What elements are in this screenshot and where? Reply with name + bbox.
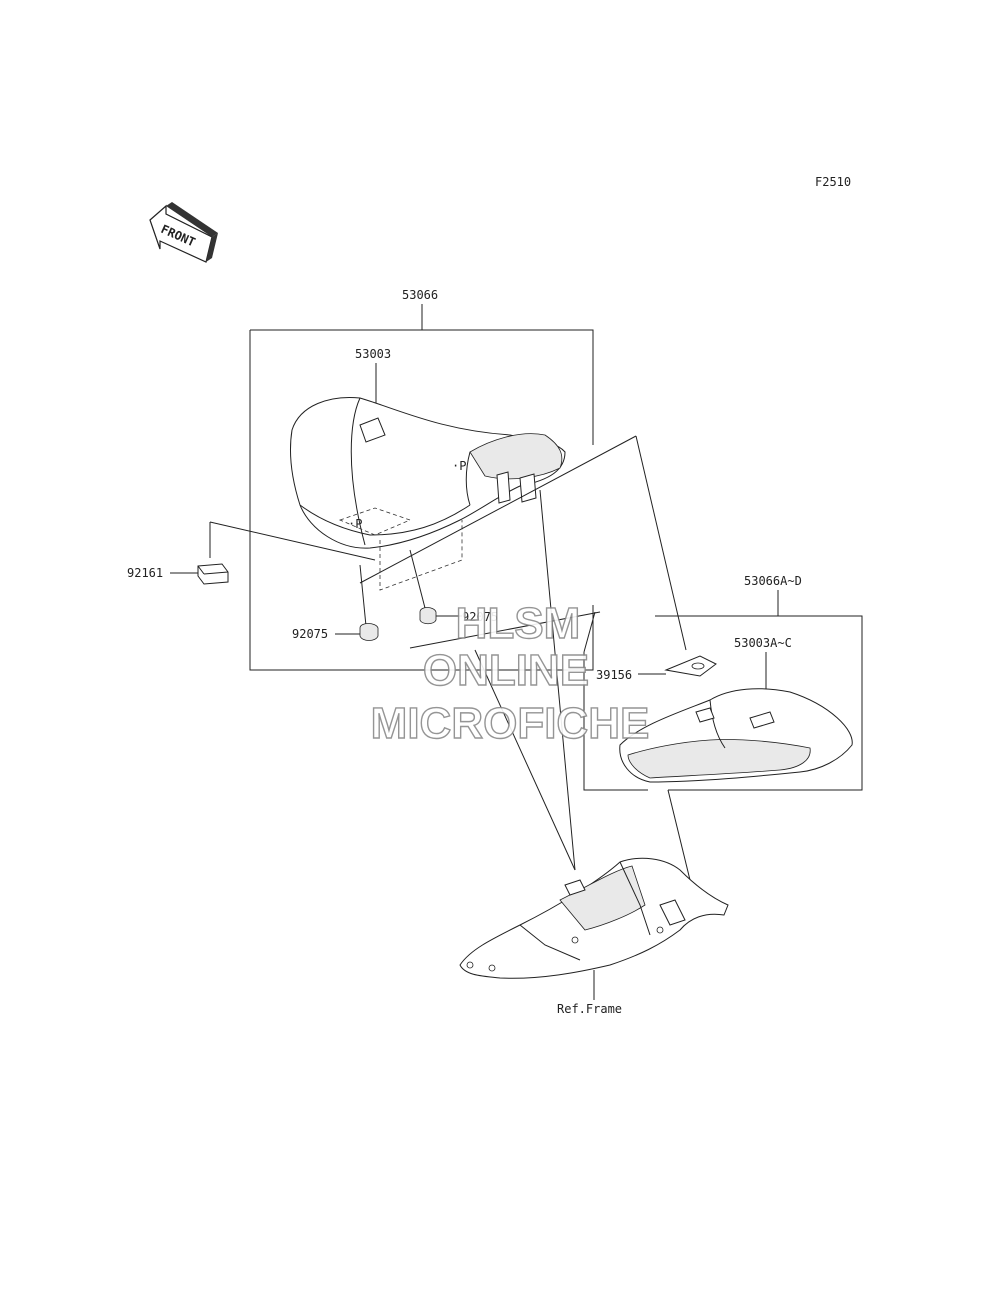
damper-92075-right xyxy=(419,607,437,625)
seat-53003AC xyxy=(619,688,853,783)
clip-92161 xyxy=(197,563,229,585)
p-mark-1: ·P xyxy=(348,517,362,531)
label-92075-left: 92075 xyxy=(292,627,328,641)
label-39156: 39156 xyxy=(596,668,632,682)
box-53066AD-left xyxy=(583,652,648,791)
leader-92075-l-up xyxy=(359,564,367,627)
assembly-line-1 xyxy=(359,435,637,584)
box-53066-body xyxy=(249,330,594,671)
damper-92075-left xyxy=(359,623,379,641)
assembly-line-7 xyxy=(474,649,576,871)
leader-92075-r-up xyxy=(409,549,426,609)
label-53003AC: 53003A~C xyxy=(734,636,792,650)
watermark-line3: MICROFICHE xyxy=(371,699,650,748)
watermark-line2: ONLINE xyxy=(423,646,589,695)
label-92075-right: 92075 xyxy=(462,610,498,624)
box-53066-top xyxy=(250,329,594,445)
assembly-line-3 xyxy=(539,489,576,871)
box-53066AD-right xyxy=(655,615,863,791)
assembly-line-2 xyxy=(635,435,687,651)
label-53066: 53066 xyxy=(402,288,438,302)
figure-code: F2510 xyxy=(815,175,851,189)
label-frame: Ref.Frame xyxy=(557,1002,622,1016)
cover-39156 xyxy=(664,655,717,677)
assembly-line-5 xyxy=(409,611,601,649)
seat-53003: ·P ·P xyxy=(289,396,566,591)
label-92161: 92161 xyxy=(127,566,163,580)
watermark-line1: HLSM xyxy=(456,599,581,648)
leader-92161-diag xyxy=(209,521,376,561)
front-arrow-icon: FRONT xyxy=(149,202,218,263)
frame-ref xyxy=(459,857,729,979)
assembly-line-6 xyxy=(583,611,596,653)
p-mark-2: ·P xyxy=(452,459,466,473)
label-53066AD: 53066A~D xyxy=(744,574,802,588)
label-53003: 53003 xyxy=(355,347,391,361)
assembly-line-4 xyxy=(667,789,691,881)
watermark: HLSM ONLINE MICROFICHE xyxy=(370,598,650,748)
